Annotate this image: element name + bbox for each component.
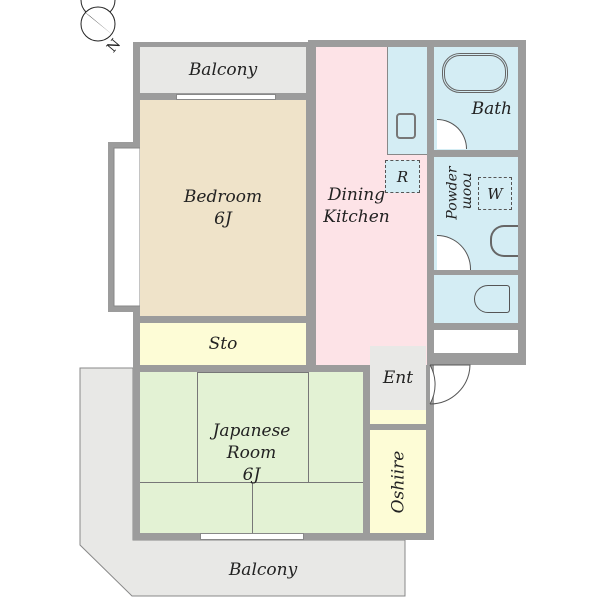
entrance: Ent bbox=[370, 346, 426, 410]
balcony-top-label: Balcony bbox=[188, 60, 258, 80]
dining-kitchen-label-2: Kitchen bbox=[323, 207, 390, 227]
toilet-icon bbox=[474, 285, 510, 313]
japanese-room-size: 6J bbox=[242, 464, 261, 485]
powder-room-label-2: room bbox=[459, 172, 476, 210]
dining-kitchen-label-1: Dining bbox=[327, 185, 386, 205]
japanese-room-label-2: Room bbox=[226, 442, 277, 463]
japanese-room-window bbox=[200, 533, 304, 540]
shoe-storage bbox=[370, 410, 426, 424]
bedroom-label: Bedroom bbox=[183, 187, 263, 207]
oshiire-label: Oshiire bbox=[388, 450, 409, 513]
japanese-room: Japanese Room 6J bbox=[140, 372, 363, 533]
powder-room: Powder room W bbox=[434, 157, 518, 270]
balcony-bottom-label: Balcony bbox=[228, 560, 298, 580]
refrigerator-label: R bbox=[396, 167, 409, 186]
balcony-bottom: Balcony bbox=[133, 548, 393, 592]
compass-icon bbox=[80, 0, 116, 42]
bath-door bbox=[437, 119, 467, 149]
balcony-top: Balcony bbox=[140, 47, 306, 93]
washer-label: W bbox=[487, 184, 503, 203]
storage-label: Sto bbox=[208, 334, 238, 354]
washer: W bbox=[478, 177, 512, 210]
sink-icon bbox=[396, 113, 416, 139]
closet-white bbox=[434, 330, 518, 353]
storage: Sto bbox=[140, 323, 306, 365]
bath-label: Bath bbox=[471, 99, 512, 119]
bath: Bath bbox=[434, 47, 518, 150]
entrance-label: Ent bbox=[382, 368, 414, 388]
bedroom-window bbox=[176, 94, 276, 100]
japanese-room-label-1: Japanese bbox=[212, 420, 291, 441]
oshiire: Oshiire bbox=[370, 430, 426, 533]
toilet bbox=[434, 275, 518, 323]
bedroom: Bedroom 6J bbox=[140, 100, 306, 316]
powder-room-label-1: Powder bbox=[444, 166, 461, 220]
bathtub-icon bbox=[442, 53, 508, 93]
washbasin-icon bbox=[490, 225, 518, 257]
entrance-door bbox=[429, 364, 436, 405]
bedroom-size: 6J bbox=[214, 209, 232, 229]
powder-room-door bbox=[437, 235, 471, 270]
refrigerator: R bbox=[385, 160, 420, 193]
